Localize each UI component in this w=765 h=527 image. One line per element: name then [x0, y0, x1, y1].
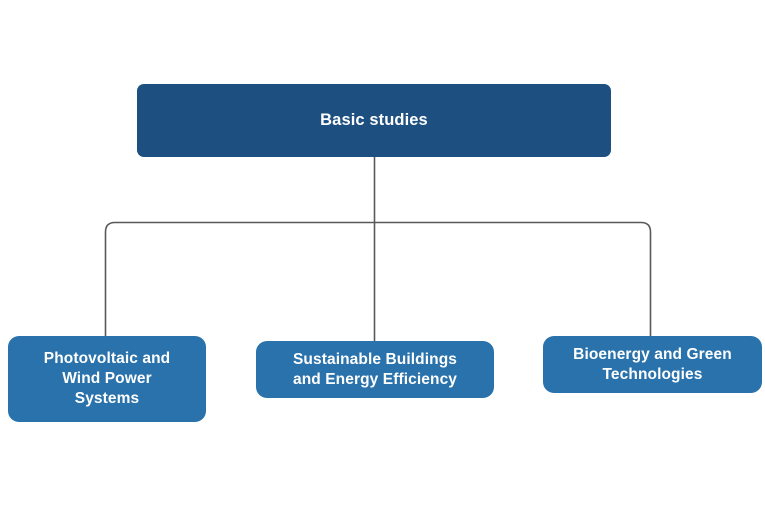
connector-bus-right [374, 221, 652, 336]
node-root-label: Basic studies [320, 110, 428, 129]
node-child-label: Sustainable Buildings and Energy Efficie… [292, 350, 458, 388]
node-child-photovoltaic-wind-power-systems[interactable]: Photovoltaic and Wind Power Systems [8, 336, 206, 422]
node-child-label: Bioenergy and Green Technologies [573, 345, 732, 383]
node-root-basic-studies[interactable]: Basic studies [137, 84, 611, 157]
connector-bus-left [104, 221, 375, 336]
node-child-sustainable-buildings-energy-efficiency[interactable]: Sustainable Buildings and Energy Efficie… [256, 341, 494, 398]
node-child-label: Photovoltaic and Wind Power Systems [43, 350, 171, 407]
node-child-bioenergy-green-technologies[interactable]: Bioenergy and Green Technologies [543, 336, 762, 393]
